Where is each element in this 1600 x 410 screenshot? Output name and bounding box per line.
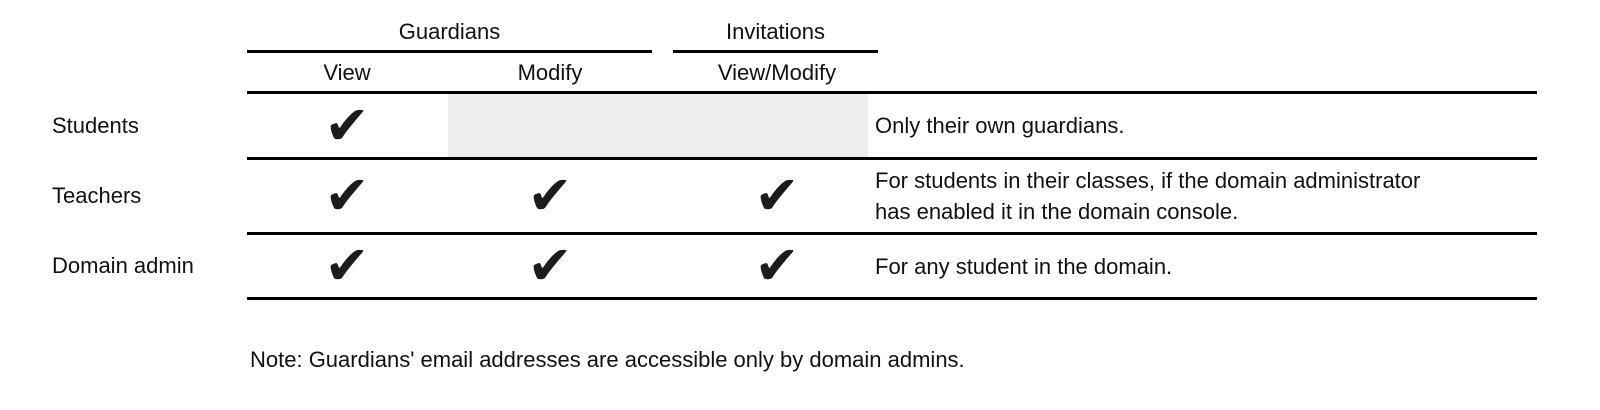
table-rule-header [247, 91, 1537, 94]
check-cell: ✔ [677, 160, 877, 232]
check-cell: ✔ [247, 235, 447, 297]
check-icon: ✔ [324, 95, 370, 156]
row-note-domain-admin: For any student in the domain. [875, 253, 1173, 279]
check-icon: ✔ [324, 166, 370, 226]
check-icon: ✔ [324, 236, 370, 296]
column-group-guardians: Guardians [398, 19, 501, 44]
check-cell: ✔ [247, 94, 447, 157]
check-cell: ✔ [677, 235, 877, 297]
not-applicable-cell [448, 94, 868, 157]
check-icon: ✔ [527, 236, 573, 296]
check-icon: ✔ [754, 236, 800, 296]
column-group-invitations: Invitations [725, 19, 826, 44]
column-header-view-modify: View/Modify [717, 60, 837, 85]
check-cell: ✔ [450, 235, 650, 297]
table-footnote: Note: Guardians' email addresses are acc… [250, 347, 965, 372]
table-rule-row-students [247, 157, 1537, 160]
row-label-teachers: Teachers [52, 183, 142, 208]
row-note-students: Only their own guardians. [875, 113, 1125, 138]
guardians-group-rule [247, 50, 652, 53]
row-label-students: Students [52, 112, 139, 138]
table-rule-row-domain-admin [247, 297, 1537, 300]
invitations-group-rule [673, 50, 878, 53]
row-note-teachers: For students in their classes, if the do… [875, 168, 1421, 224]
table-rule-row-teachers [247, 232, 1537, 235]
row-label-domain-admin: Domain admin [52, 253, 194, 278]
column-header-view: View [323, 60, 371, 85]
check-icon: ✔ [527, 166, 573, 226]
column-header-modify: Modify [517, 60, 583, 85]
check-cell: ✔ [247, 160, 447, 232]
check-icon: ✔ [754, 166, 800, 226]
check-cell: ✔ [450, 160, 650, 232]
